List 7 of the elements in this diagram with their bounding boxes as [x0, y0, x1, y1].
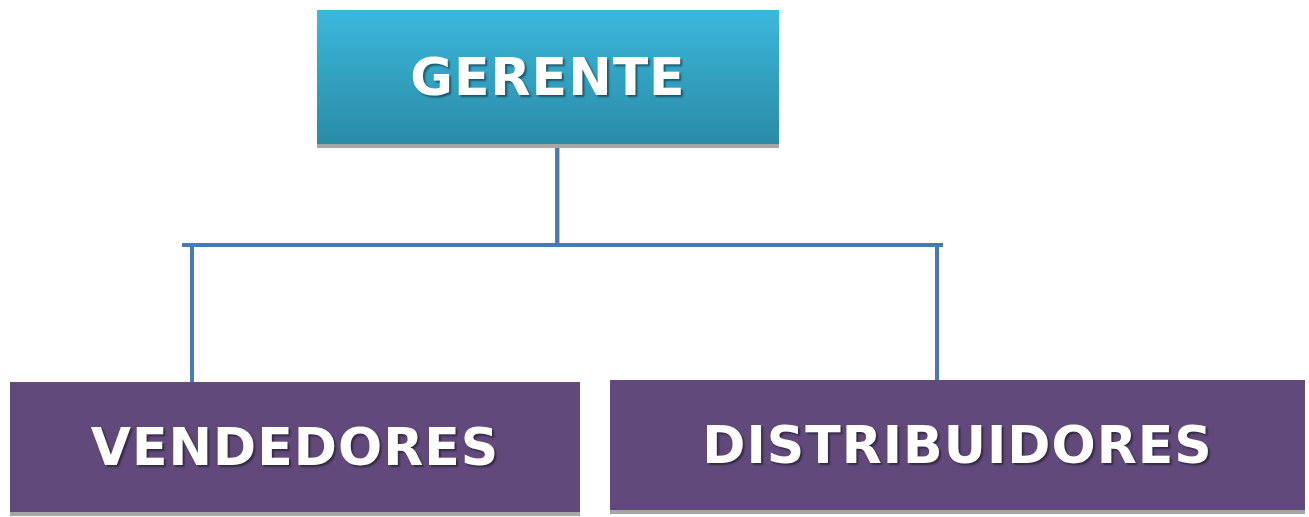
- role-title: GERENTE: [410, 47, 686, 107]
- connector-line: [555, 148, 939, 380]
- role-box: [10, 382, 580, 516]
- role-title: DISTRIBUIDORES: [702, 415, 1213, 475]
- role-box: [317, 10, 779, 148]
- role-box: [610, 380, 1305, 514]
- role-title: VENDEDORES: [90, 417, 500, 477]
